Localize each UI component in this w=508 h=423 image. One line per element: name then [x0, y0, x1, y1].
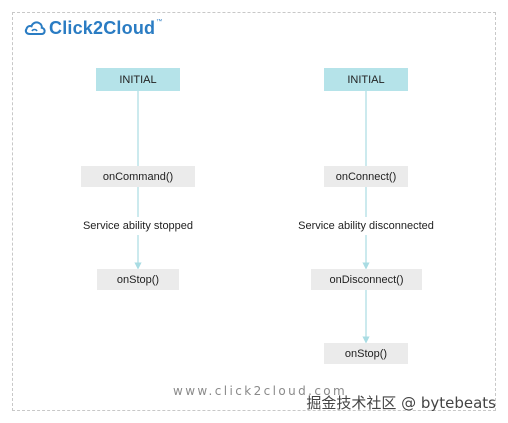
right-transition-label: Service ability disconnected [296, 220, 436, 232]
left-onstop-node: onStop() [97, 269, 179, 290]
brand-logo: Click2Cloud ™ [24, 17, 162, 39]
footer-url: www.click2cloud.com [173, 384, 348, 398]
left-transition-label: Service ability stopped [80, 220, 196, 232]
right-ondisconnect-node: onDisconnect() [311, 269, 422, 290]
diagram-frame [12, 12, 496, 411]
left-oncommand-node: onCommand() [81, 166, 195, 187]
logo-trademark: ™ [156, 19, 163, 25]
watermark-text: 掘金技术社区 @ bytebeats [306, 394, 496, 412]
left-initial-state: INITIAL [96, 68, 180, 91]
logo-wordmark: Click2Cloud [49, 17, 156, 38]
cloud-icon [24, 21, 46, 35]
right-initial-state: INITIAL [324, 68, 408, 91]
right-onconnect-node: onConnect() [324, 166, 408, 187]
right-onstop-node: onStop() [324, 343, 408, 364]
